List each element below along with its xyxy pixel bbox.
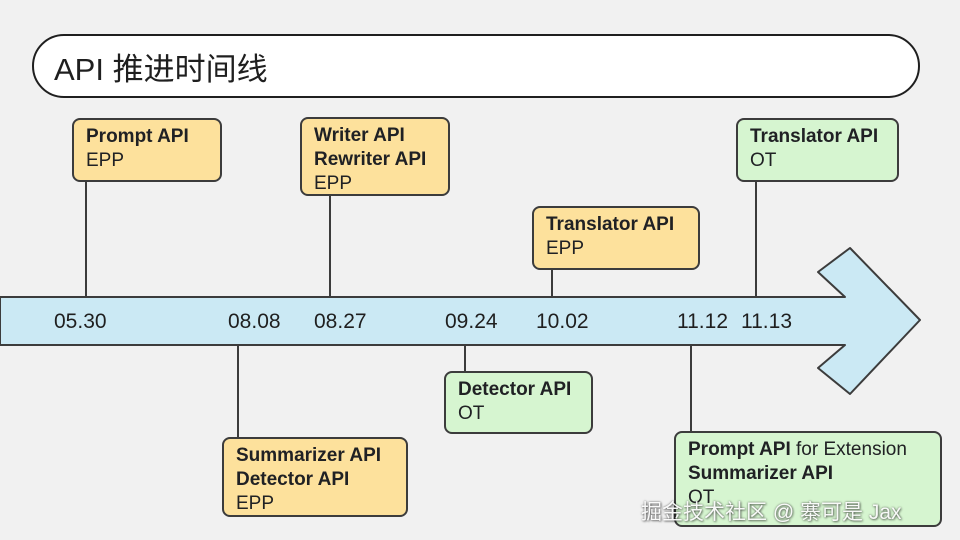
api-name: Translator API bbox=[546, 214, 675, 235]
timeline-arrow bbox=[0, 247, 921, 395]
milestone-card-0530: Prompt API EPP bbox=[72, 118, 222, 182]
release-status: OT bbox=[750, 150, 777, 171]
title-pill: API 推进时间线 bbox=[32, 34, 920, 98]
date-label: 11.13 bbox=[741, 310, 792, 333]
api-name: Writer API bbox=[314, 125, 405, 146]
milestone-card-1112: Prompt API for Extension Summarizer API … bbox=[674, 431, 942, 527]
page-title: API 推进时间线 bbox=[54, 51, 268, 87]
milestone-card-1113: Translator API OT bbox=[736, 118, 899, 182]
milestone-card-0924: Detector API OT bbox=[444, 371, 593, 434]
release-status: OT bbox=[688, 487, 715, 508]
milestone-card-0808: Summarizer API Detector API EPP bbox=[222, 437, 408, 517]
date-label: 08.27 bbox=[314, 310, 367, 333]
milestone-card-1002: Translator API EPP bbox=[532, 206, 700, 270]
api-name: Summarizer API bbox=[236, 445, 382, 466]
release-status: EPP bbox=[86, 150, 125, 171]
release-status: OT bbox=[458, 403, 485, 424]
date-label: 05.30 bbox=[54, 310, 107, 333]
api-name: Rewriter API bbox=[314, 149, 427, 170]
milestone-card-0827: Writer API Rewriter API EPP bbox=[300, 117, 450, 196]
api-name: Detector API bbox=[236, 469, 350, 490]
api-name: Summarizer API bbox=[688, 463, 834, 484]
api-suffix: for Extension bbox=[790, 439, 907, 460]
date-label: 11.12 bbox=[677, 310, 728, 333]
watermark: 掘金技术社区 @ 寨可是 Jax bbox=[641, 501, 902, 524]
release-status: EPP bbox=[314, 173, 353, 194]
api-name: Prompt API bbox=[86, 126, 189, 147]
api-name: Translator API bbox=[750, 126, 879, 147]
date-label: 09.24 bbox=[445, 310, 498, 333]
api-name: Detector API bbox=[458, 379, 572, 400]
api-name: Prompt API bbox=[688, 439, 791, 460]
release-status: EPP bbox=[236, 493, 275, 514]
release-status: EPP bbox=[546, 238, 585, 259]
date-label: 10.02 bbox=[536, 310, 589, 333]
date-label: 08.08 bbox=[228, 310, 281, 333]
